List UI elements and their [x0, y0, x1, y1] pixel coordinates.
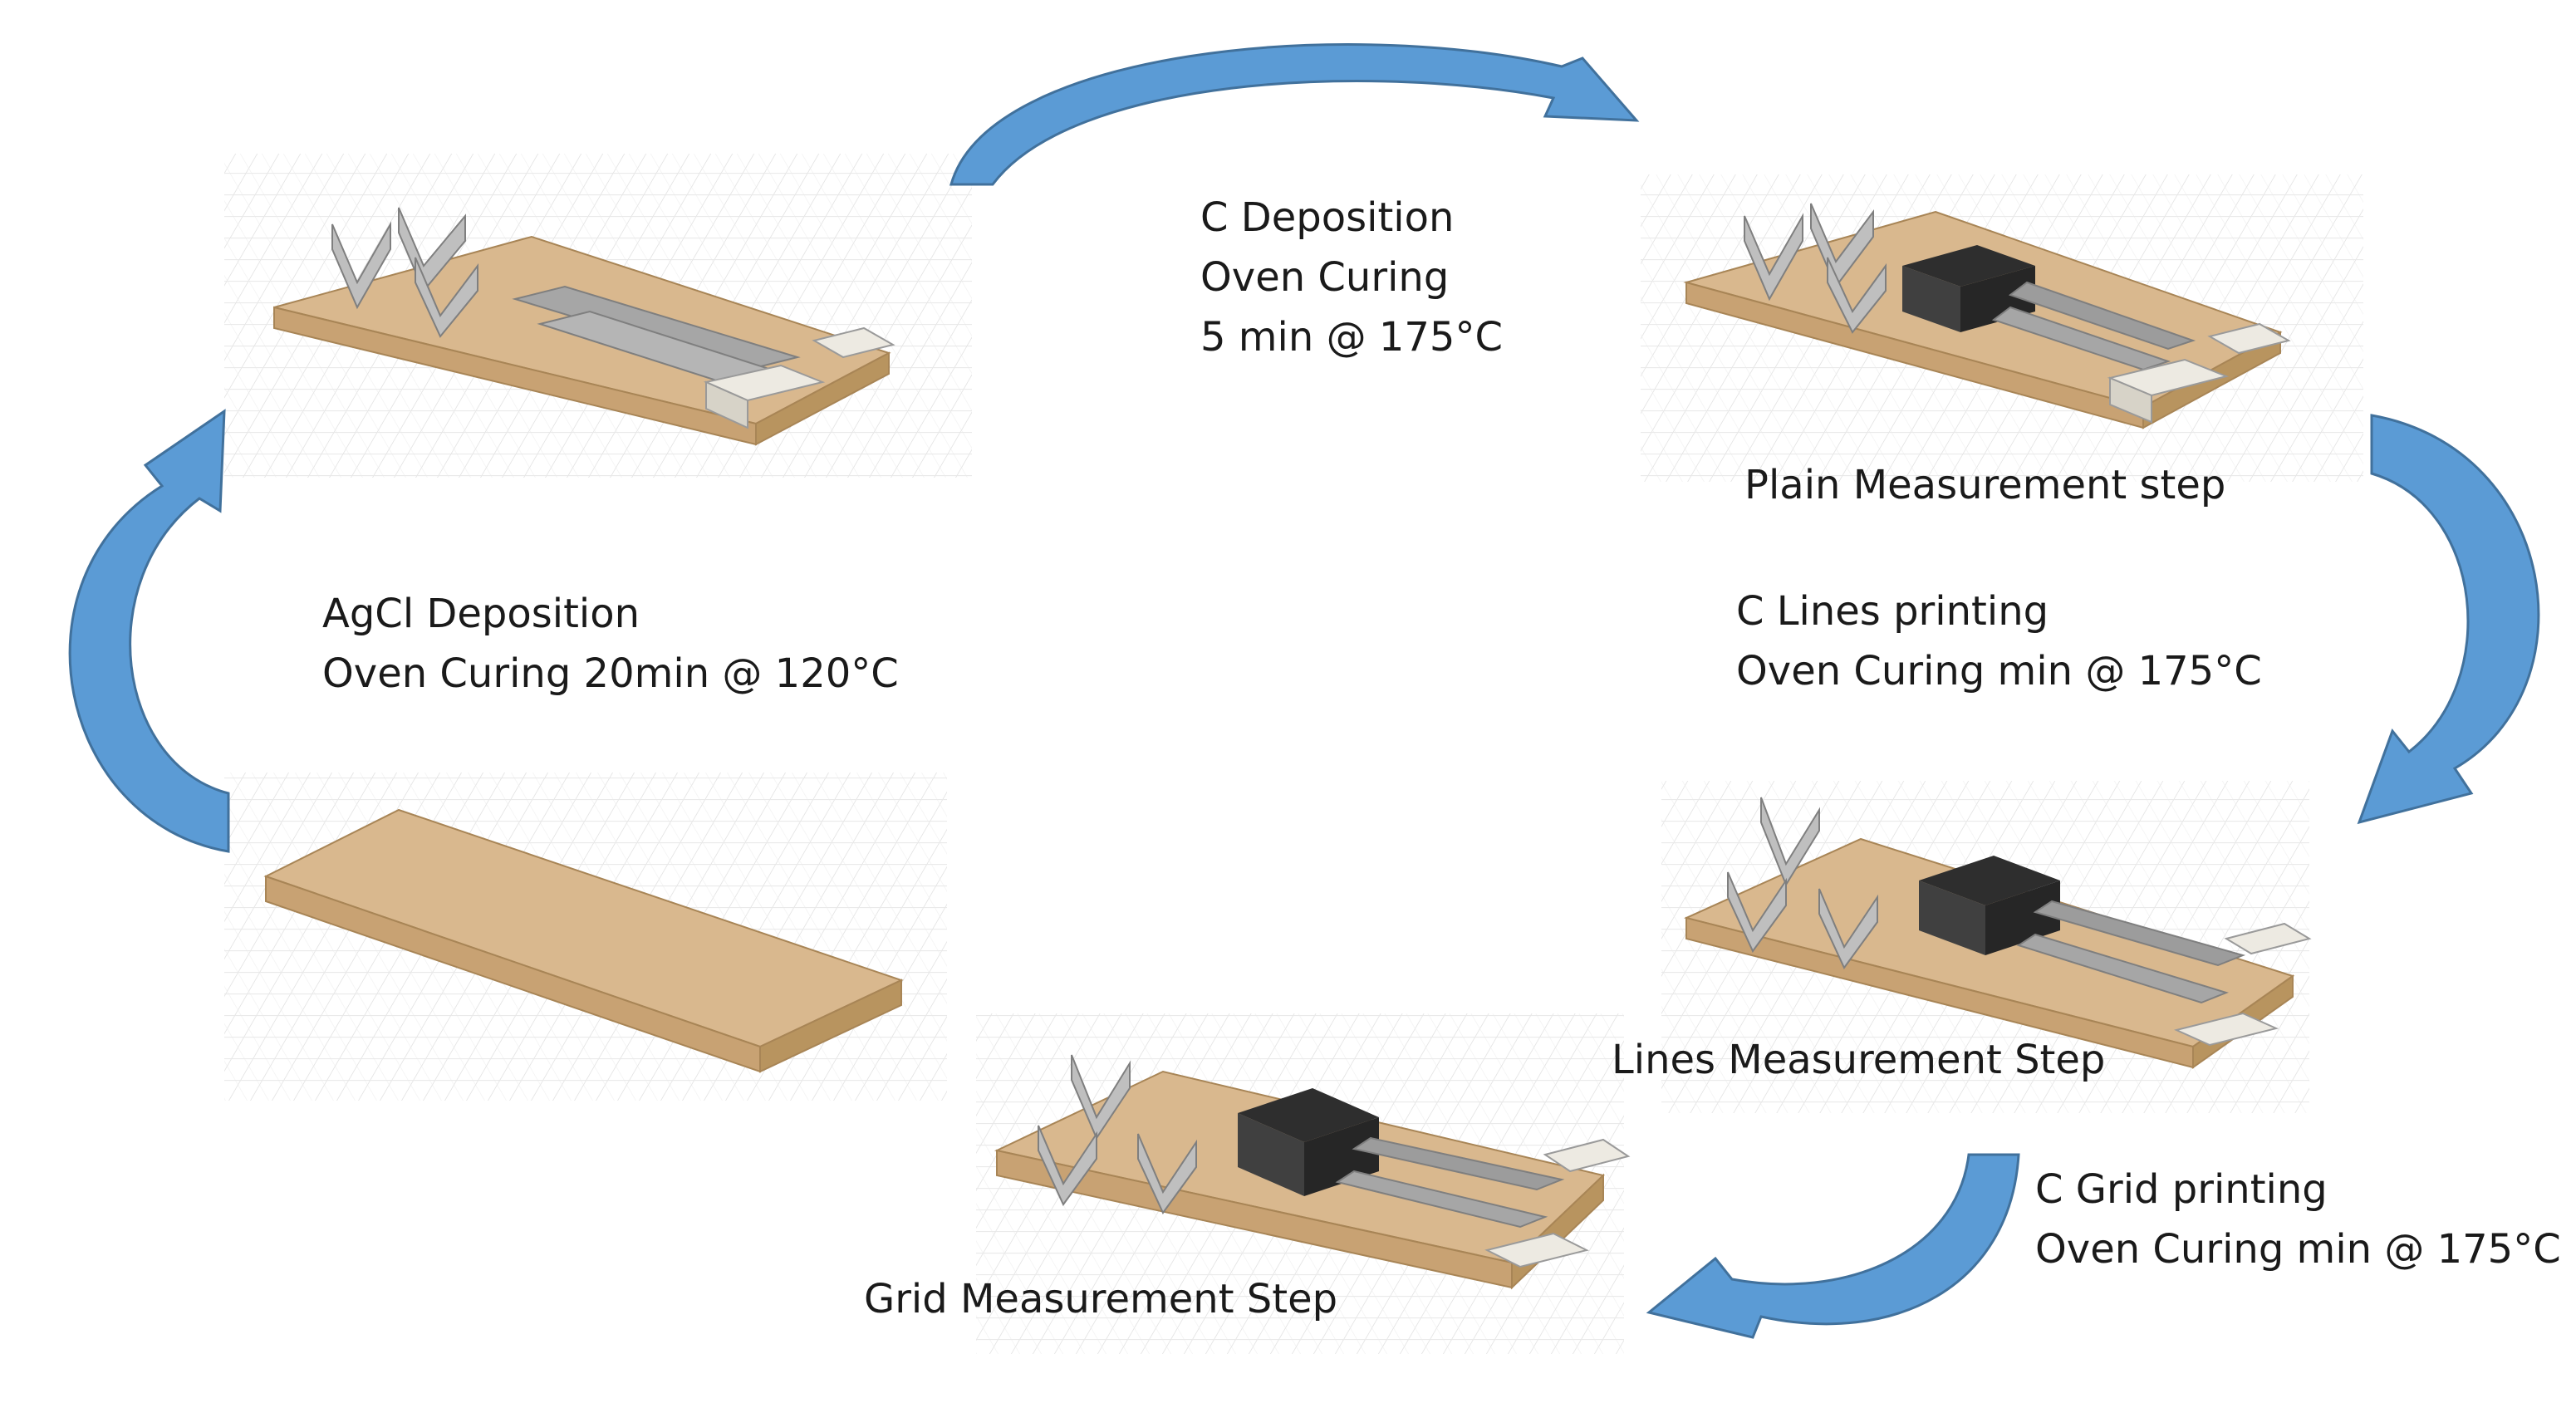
- curved-arrow-icon: [68, 409, 230, 853]
- c-grid-line1: C Grid printing: [2035, 1166, 2328, 1213]
- c-deposition-line3: 5 min @ 175°C: [1200, 314, 1503, 361]
- c-lines-line2: Oven Curing min @ 175°C: [1736, 648, 2262, 694]
- c-lines-line1: C Lines printing: [1736, 588, 2049, 635]
- curved-arrow-icon: [949, 43, 1640, 186]
- agcl-line2: Oven Curing 20min @ 120°C: [322, 650, 899, 697]
- sensor-model-icon: [273, 207, 895, 446]
- c-grid-line2: Oven Curing min @ 175°C: [2035, 1226, 2561, 1273]
- sensor-model-icon: [994, 1054, 1631, 1290]
- cycle-arrows: [68, 43, 2540, 1339]
- lines-measurement-caption: Lines Measurement Step: [1612, 1037, 2105, 1083]
- curved-arrow-icon: [1646, 1153, 2020, 1339]
- agcl-line1: AgCl Deposition: [322, 591, 640, 637]
- curved-arrow-icon: [2357, 414, 2540, 825]
- c-deposition-line1: C Deposition: [1200, 194, 1454, 241]
- c-deposition-line2: Oven Curing: [1200, 254, 1449, 301]
- grid-measurement-caption: Grid Measurement Step: [864, 1276, 1337, 1322]
- sensor-model-icon: [1683, 203, 2291, 429]
- sensor-model-icon: [263, 808, 904, 1073]
- plain-measurement-caption: Plain Measurement step: [1744, 462, 2225, 508]
- sensor-model-icon: [1683, 797, 2312, 1069]
- step-labels: C Deposition Oven Curing 5 min @ 175°C P…: [322, 194, 2561, 1322]
